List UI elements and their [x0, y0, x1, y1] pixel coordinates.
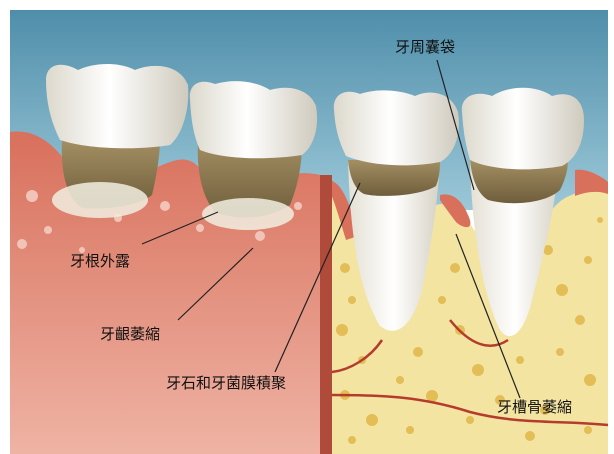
label-periodontal-pocket: 牙周囊袋: [395, 38, 455, 56]
label-calculus-plaque: 牙石和牙菌膜積聚: [166, 374, 286, 392]
section-divider: [320, 175, 332, 454]
label-alveolar-bone-loss: 牙槽骨萎縮: [497, 398, 572, 416]
label-root-exposure: 牙根外露: [70, 252, 130, 270]
label-gum-recession: 牙齦萎縮: [100, 325, 160, 343]
